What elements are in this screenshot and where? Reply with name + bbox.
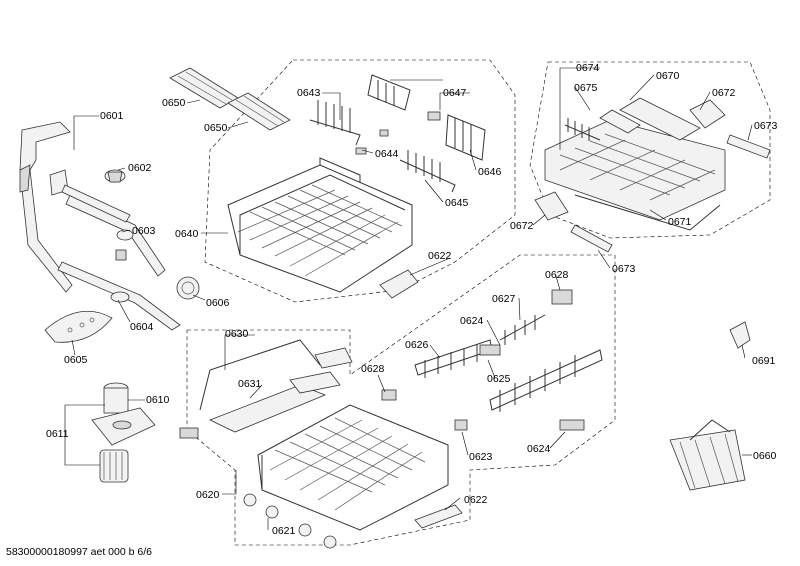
label-0625: 0625 [487, 373, 511, 385]
leader-lines [64, 67, 753, 530]
rail-0673b [570, 224, 613, 253]
label-0628-top: 0628 [545, 269, 569, 281]
cup-rack-insert [309, 100, 361, 146]
label-0643: 0643 [297, 87, 321, 99]
hinge-0628b [381, 389, 397, 401]
rail-0672 [689, 99, 726, 129]
label-0602: 0602 [128, 162, 152, 174]
clips-0624b [479, 344, 501, 356]
label-0674: 0674 [576, 62, 600, 74]
label-0644: 0644 [375, 148, 399, 160]
label-0675: 0675 [574, 82, 598, 94]
clip-0672b [534, 191, 569, 221]
rail-0673 [726, 134, 771, 159]
tine-row-0627 [499, 314, 546, 345]
stop-0623 [454, 419, 468, 431]
label-0640: 0640 [175, 228, 199, 240]
handle-clip [179, 427, 199, 439]
label-0645: 0645 [445, 197, 469, 209]
label-0626: 0626 [405, 339, 429, 351]
part-labels: 0601 0602 0603 0604 0605 0606 0610 0611 … [46, 62, 778, 537]
label-0624-top: 0624 [460, 315, 484, 327]
lower-basket-handle-0622 [414, 504, 463, 529]
lower-basket [257, 404, 449, 531]
label-0620: 0620 [196, 489, 220, 501]
label-0673-right: 0673 [754, 120, 778, 132]
clip-0647 [427, 111, 441, 121]
label-0646: 0646 [478, 166, 502, 178]
label-0624-bottom: 0624 [527, 443, 551, 455]
label-0671: 0671 [668, 216, 692, 228]
label-0622-upper: 0622 [428, 250, 452, 262]
label-0660: 0660 [753, 450, 777, 462]
label-0605: 0605 [64, 354, 88, 366]
spray-arm-cover [44, 310, 113, 343]
spray-pipe-assembly [19, 121, 181, 343]
lower-basket-group-outline [186, 254, 616, 546]
label-0672-right: 0672 [712, 87, 736, 99]
label-0630: 0630 [225, 328, 249, 340]
label-0631: 0631 [238, 378, 262, 390]
supply-pipe [19, 121, 73, 293]
label-0622-lower: 0622 [464, 494, 488, 506]
label-0611: 0611 [46, 428, 69, 440]
label-0601: 0601 [100, 110, 124, 122]
label-0610: 0610 [146, 394, 170, 406]
upper-spray-arm [65, 194, 166, 277]
filter-assembly [91, 382, 156, 483]
label-0623: 0623 [469, 451, 493, 463]
label-0691: 0691 [752, 355, 776, 367]
label-0673-bottom: 0673 [612, 263, 636, 275]
label-0628-left: 0628 [361, 363, 385, 375]
label-0647: 0647 [443, 87, 467, 99]
label-0604: 0604 [130, 321, 154, 333]
cutlery-drawer [544, 119, 726, 231]
label-0672-left: 0672 [510, 220, 534, 232]
clip-0691 [729, 321, 751, 349]
microfilter-disc [176, 276, 200, 300]
cup-shelf-tray-b [227, 92, 291, 131]
label-0603: 0603 [132, 225, 156, 237]
wheel [243, 493, 257, 507]
label-0606: 0606 [206, 297, 230, 309]
document-footer: 58300000180997 aet 000 b 6/6 [6, 546, 152, 558]
label-0670: 0670 [656, 70, 680, 82]
label-0650-bottom: 0650 [204, 122, 228, 134]
rail-0670 [619, 97, 701, 141]
upper-basket [227, 157, 413, 293]
clip-0644 [355, 147, 367, 155]
top-rack-group-outline [529, 61, 771, 239]
label-0621: 0621 [272, 525, 296, 537]
cutlery-basket [669, 419, 746, 491]
upper-basket-group-outline [204, 59, 516, 303]
clips-0624 [559, 419, 585, 431]
hinge-0628 [551, 289, 573, 305]
upper-basket-handle [379, 269, 419, 299]
label-0650-top: 0650 [162, 97, 186, 109]
lower-basket-handle [199, 339, 321, 411]
rail-0631 [208, 384, 327, 433]
label-0627: 0627 [492, 293, 516, 305]
